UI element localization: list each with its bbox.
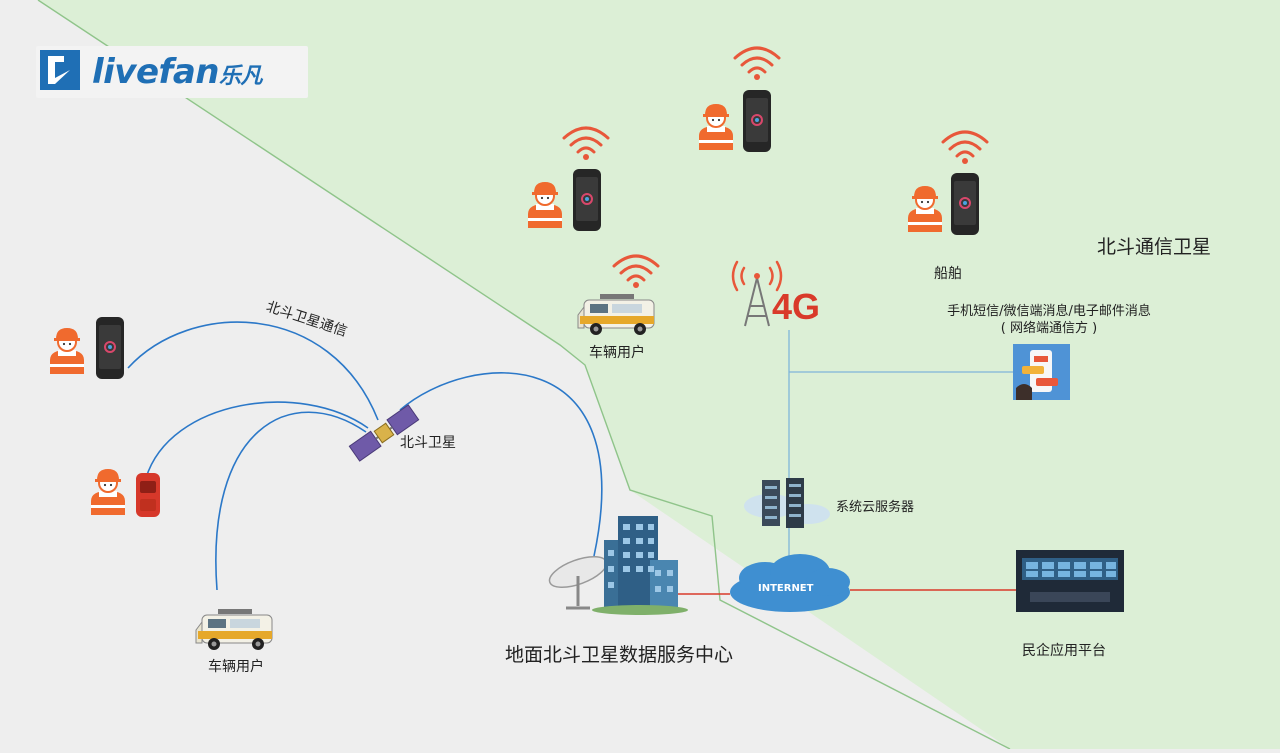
cell-tower-icon xyxy=(731,260,783,327)
link-worker2-satellite xyxy=(145,401,369,479)
van-icon xyxy=(195,608,273,651)
link-satellite-center xyxy=(399,372,603,557)
tower-4g-label: 4G xyxy=(772,286,821,327)
link-worker1-satellite xyxy=(127,321,379,421)
vehicle-user-top-label: 车辆用户 xyxy=(589,345,645,361)
handheld-terminal-icon xyxy=(136,473,160,517)
internet-cloud-icon xyxy=(730,554,850,612)
internet-links xyxy=(678,589,1016,595)
brand-logo-cn: 乐凡 xyxy=(218,64,263,89)
beidou-comm-satellite-label: 北斗通信卫星 xyxy=(1097,236,1212,258)
phone-icon xyxy=(950,172,980,236)
vehicle-user-bottom-label: 车辆用户 xyxy=(208,659,264,675)
link-van-satellite xyxy=(215,411,367,591)
civil-platform-label: 民企应用平台 xyxy=(1022,643,1106,659)
ground-center-label: 地面北斗卫星数据服务中心 xyxy=(505,644,734,666)
phone-icon xyxy=(742,89,772,153)
brand-logo: livefan乐凡 xyxy=(36,46,308,98)
brand-logo-text: livefan乐凡 xyxy=(92,52,263,92)
zone-border xyxy=(37,0,1011,750)
message-terminal-icon xyxy=(1013,344,1070,400)
satellite-dish-icon xyxy=(548,556,608,610)
satellite-icon xyxy=(348,404,420,462)
data-center-building-icon xyxy=(592,516,688,615)
cloud-server-icon xyxy=(744,478,830,528)
network-links xyxy=(788,330,1013,568)
brand-logo-icon xyxy=(40,50,80,90)
phone-icon xyxy=(95,316,125,380)
beidou-satellite-label: 北斗卫星 xyxy=(400,435,456,451)
worker-icon xyxy=(49,327,85,375)
messages-label-line2: ( 网络端通信方 ) xyxy=(1000,321,1098,336)
worker-icon xyxy=(90,468,126,516)
control-room-icon xyxy=(1016,550,1124,612)
satellite-links xyxy=(127,321,603,591)
brand-logo-word: livefan xyxy=(92,52,219,92)
phone-icon xyxy=(572,168,602,232)
ship-label: 船舶 xyxy=(934,266,962,282)
messages-label-line1: 手机短信/微信端消息/电子邮件消息 xyxy=(947,304,1151,319)
cloud-server-label: 系统云服务器 xyxy=(836,500,915,515)
internet-label: INTERNET xyxy=(758,583,814,594)
